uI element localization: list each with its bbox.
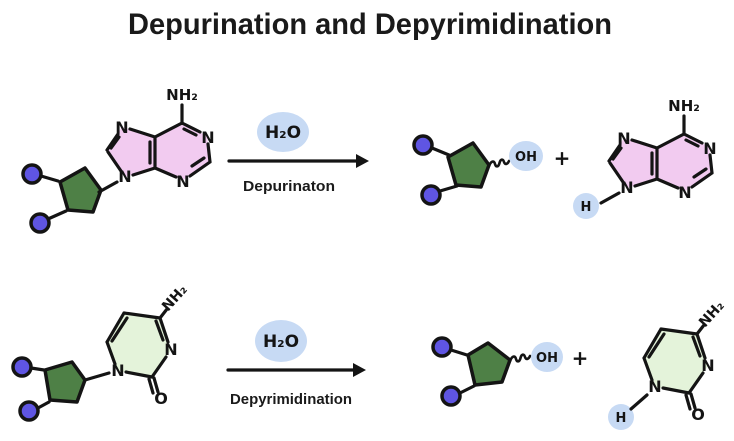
adenine-ring-fill (107, 123, 210, 180)
bond (29, 366, 46, 372)
water-highlight (255, 320, 307, 362)
depurination-reaction: N N N N NH₂ H₂O Depurinaton OH + (21, 86, 717, 234)
phosphate-group (21, 163, 43, 185)
amine-label: NH₂ (159, 282, 191, 315)
nitrogen-label: N (703, 139, 716, 158)
deoxycytidine-sugar-unit (11, 356, 111, 422)
adenine-base: N N N N NH₂ (97, 86, 215, 194)
phosphate-group (420, 184, 442, 206)
reaction-arrowhead (356, 154, 369, 168)
cytosine-base: N N O NH₂ (105, 282, 191, 408)
phosphate-group (11, 356, 33, 378)
adenine-base: N N N N NH₂ (599, 97, 717, 205)
reaction-label: Depurinaton (243, 178, 335, 195)
apyrimidinic-sugar-product: OH (431, 336, 563, 407)
water-reagent: H₂O (257, 112, 309, 152)
deoxyribose-sugar (43, 360, 87, 404)
bond (438, 184, 459, 193)
plus-sign: + (572, 346, 589, 370)
hydrogen-highlight (608, 404, 634, 430)
depyrimidination-reaction: N N O NH₂ H₂O Depyrimidination OH + (11, 282, 728, 430)
nitrogen-label: N (648, 377, 661, 396)
water-label: H₂O (263, 332, 299, 352)
phosphate-group (431, 336, 453, 358)
hydrogen-label: H (581, 200, 592, 215)
nitrogen-label: N (176, 172, 189, 191)
oxygen-label: O (691, 405, 705, 424)
deoxyribose-sugar (466, 341, 512, 387)
nitrogen-label: N (617, 129, 630, 148)
hydroxyl-highlight (509, 141, 543, 171)
adenine-bonds (97, 103, 212, 194)
cytosine-bonds (642, 323, 707, 411)
released-adenine: H N N N N NH₂ (573, 97, 717, 219)
phosphate-group (18, 400, 40, 422)
bond (39, 174, 60, 183)
wavy-bond (508, 353, 532, 363)
cytosine-ring-fill (644, 329, 708, 393)
hydroxyl-highlight (531, 342, 563, 372)
cytosine-ring-fill (107, 313, 171, 377)
nitrogen-label: N (678, 183, 691, 202)
n-h-bond (629, 393, 649, 411)
deoxyribose-sugar (58, 166, 103, 214)
reaction-label: Depyrimidination (230, 391, 352, 408)
released-cytosine: H N N O NH₂ (608, 298, 728, 430)
cytosine-bonds (105, 307, 170, 395)
nitrogen-label: N (620, 178, 633, 197)
amine-label: NH₂ (166, 86, 198, 104)
bond (46, 209, 68, 221)
nitrogen-label: N (115, 118, 128, 137)
nitrogen-label: N (701, 356, 714, 375)
water-reagent: H₂O (255, 320, 307, 362)
bond (430, 146, 451, 157)
nitrogen-label: N (111, 361, 124, 380)
page-title: Depurination and Depyrimidination (128, 8, 612, 41)
cytosine-base: N N O NH₂ (642, 298, 728, 424)
amine-label: NH₂ (668, 97, 700, 115)
adenine-ring-fill (609, 134, 712, 191)
phosphate-group (412, 134, 434, 156)
phosphate-group (440, 385, 462, 407)
nitrogen-label: N (118, 167, 131, 186)
apurinic-sugar-product: OH (412, 134, 543, 206)
water-label: H₂O (265, 123, 301, 143)
nitrogen-label: N (164, 340, 177, 359)
wavy-bond (487, 158, 511, 168)
reaction-arrowhead (353, 363, 366, 377)
water-highlight (257, 112, 309, 152)
hydrogen-highlight (573, 193, 599, 219)
oxygen-label: O (154, 389, 168, 408)
hydroxyl-label: OH (515, 150, 537, 165)
glycosidic-bond (83, 371, 111, 382)
nitrogen-label: N (201, 128, 214, 147)
deoxyribose-sugar (446, 141, 491, 189)
hydroxyl-label: OH (536, 351, 558, 366)
bond (458, 384, 476, 395)
bond (36, 400, 51, 410)
amine-label: NH₂ (696, 298, 728, 331)
adenine-bonds (599, 114, 714, 205)
deoxyadenosine-sugar-unit (21, 163, 103, 234)
hydrogen-label: H (616, 411, 627, 426)
phosphate-group (29, 212, 51, 234)
bond (449, 348, 469, 357)
plus-sign: + (554, 146, 571, 170)
